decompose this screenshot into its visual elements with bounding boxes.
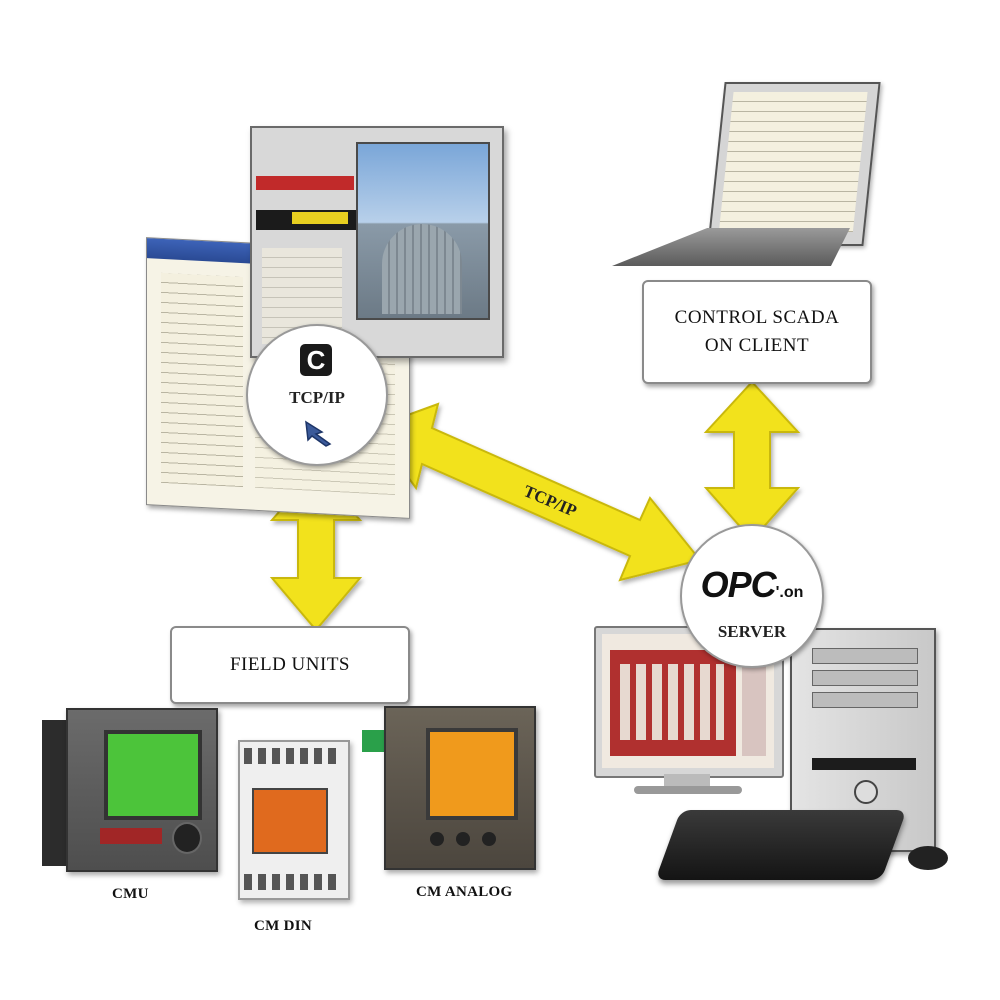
c-logo-icon: C bbox=[300, 344, 332, 376]
control-scada-line-2: ON CLIENT bbox=[704, 335, 810, 356]
opc-server-label: SERVER bbox=[717, 622, 787, 641]
keyboard bbox=[655, 810, 907, 880]
mouse bbox=[908, 846, 948, 870]
opc-server-badge: OPC'.on SERVER bbox=[680, 524, 824, 668]
client-badge: C TCP/IP bbox=[246, 324, 388, 466]
client-badge-label: TCP/IP bbox=[289, 388, 345, 407]
device-cm-analog bbox=[362, 706, 536, 870]
cursor-arrow-icon bbox=[305, 420, 332, 447]
software-window-front bbox=[250, 126, 504, 358]
device-cm-din bbox=[238, 740, 350, 900]
opc-logo: OPC bbox=[700, 564, 777, 605]
device-cmu bbox=[42, 708, 218, 872]
field-units-label: FIELD UNITS bbox=[229, 654, 351, 675]
device-cm-din-label: CM DIN bbox=[254, 918, 313, 934]
laptop bbox=[612, 82, 881, 282]
scada-client-arrow bbox=[703, 380, 801, 542]
field-units-box: FIELD UNITS bbox=[170, 626, 410, 704]
opc-logo-suffix: '.on bbox=[775, 584, 804, 601]
device-cm-analog-label: CM ANALOG bbox=[416, 884, 513, 900]
control-scada-line-1: CONTROL SCADA bbox=[674, 307, 840, 328]
control-scada-box: CONTROL SCADA ON CLIENT bbox=[642, 280, 872, 384]
device-cmu-label: CMU bbox=[112, 886, 149, 902]
